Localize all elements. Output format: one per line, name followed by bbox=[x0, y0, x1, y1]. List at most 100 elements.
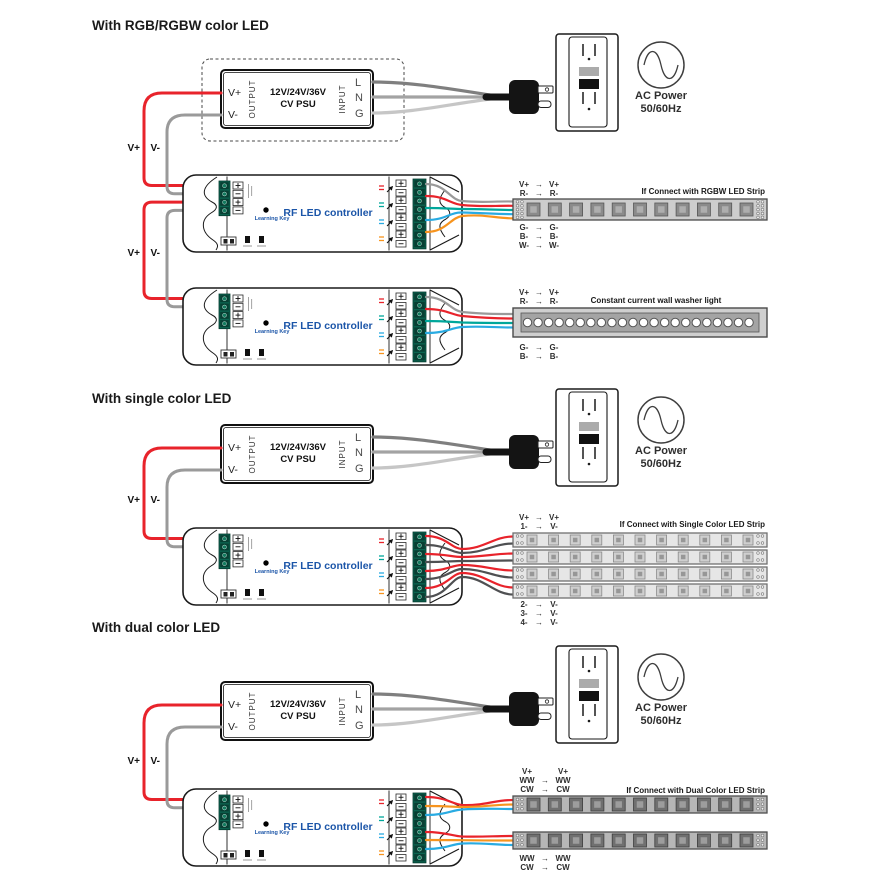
learning-key-button[interactable] bbox=[263, 207, 269, 213]
wire-out-ch2-minus bbox=[424, 559, 515, 564]
psu-label: V- bbox=[228, 464, 238, 476]
ac-freq-label: 50/60Hz bbox=[641, 458, 682, 470]
wire-out-vplus bbox=[424, 182, 515, 204]
psu-label: OUTPUT bbox=[248, 692, 257, 731]
ac-plug bbox=[482, 435, 554, 469]
solder-pad bbox=[520, 585, 524, 589]
outlet-reset-button[interactable] bbox=[579, 679, 599, 688]
wire-v-minus-daisy bbox=[165, 208, 221, 309]
wire-out-ww bbox=[424, 838, 515, 842]
psu-label: G bbox=[355, 463, 364, 475]
solder-pad bbox=[756, 534, 760, 538]
wire-clamp-right bbox=[439, 189, 451, 238]
solder-pad bbox=[515, 585, 520, 589]
solder-pad bbox=[760, 807, 765, 811]
sine-wave-icon bbox=[643, 662, 679, 692]
psu-label: G bbox=[355, 720, 364, 732]
wire-v-plus bbox=[142, 703, 223, 801]
washer-led bbox=[702, 317, 712, 328]
psu-label: V+ bbox=[228, 699, 241, 711]
outlet-reset-button[interactable] bbox=[579, 67, 599, 76]
case-glyph bbox=[245, 236, 250, 243]
solder-pad bbox=[520, 211, 524, 216]
solder-pad bbox=[756, 585, 760, 589]
solder-pad bbox=[515, 204, 520, 208]
controller-case bbox=[182, 788, 463, 867]
psu-label: V- bbox=[228, 721, 238, 733]
solder-pad bbox=[515, 802, 520, 806]
controller-name: RF LED controller bbox=[283, 821, 372, 833]
psu-label: L bbox=[355, 77, 361, 89]
section-title: With RGB/RGBW color LED bbox=[92, 18, 269, 33]
psu-label: CV PSU bbox=[280, 454, 316, 465]
aux-connector bbox=[220, 236, 237, 246]
psu-label: CV PSU bbox=[280, 99, 316, 110]
solder-pad bbox=[515, 797, 520, 802]
wire-out-r bbox=[424, 307, 515, 320]
solder-pad bbox=[520, 208, 524, 212]
pad-label-row: G-→G- bbox=[520, 223, 559, 232]
wire-v-plus bbox=[142, 446, 223, 540]
pad-label-row: V+V+ bbox=[522, 767, 568, 776]
psu-dashed-outline bbox=[201, 58, 405, 142]
outlet-test-button[interactable] bbox=[579, 691, 599, 701]
outlet-test-button[interactable] bbox=[579, 79, 599, 89]
wire-clamp-left bbox=[202, 529, 219, 604]
outlet-test-button[interactable] bbox=[579, 434, 599, 444]
terminal-block bbox=[412, 531, 427, 603]
outlet-reset-button[interactable] bbox=[579, 422, 599, 431]
solder-pad bbox=[756, 200, 760, 204]
wire-label-vplus: V+ bbox=[127, 248, 140, 259]
plug-prong bbox=[537, 712, 552, 720]
washer-led bbox=[691, 317, 701, 328]
case-glyph bbox=[259, 349, 264, 356]
ac-freq-label: 50/60Hz bbox=[641, 715, 682, 727]
learning-key-button[interactable] bbox=[263, 320, 269, 326]
wire-ground bbox=[371, 97, 492, 115]
aux-connector bbox=[220, 349, 237, 359]
strip-caption: If Connect with Single Color LED Strip bbox=[620, 520, 765, 529]
washer-led bbox=[543, 317, 554, 328]
solder-pad bbox=[515, 838, 520, 842]
solder-pad bbox=[520, 568, 524, 572]
pad-label-row: CW→CW bbox=[520, 863, 570, 872]
washer-led bbox=[596, 317, 607, 328]
solder-pad bbox=[515, 215, 520, 219]
washer-led bbox=[649, 317, 659, 328]
solder-pad bbox=[515, 541, 520, 545]
solder-pad bbox=[760, 534, 765, 538]
wire-out-vplus bbox=[424, 830, 515, 838]
solder-pad bbox=[760, 558, 765, 562]
section-title: With dual color LED bbox=[92, 620, 220, 635]
washer-led bbox=[681, 317, 691, 328]
learning-key-button[interactable] bbox=[263, 821, 269, 827]
terminal-block bbox=[218, 293, 231, 330]
solder-pad bbox=[515, 558, 520, 562]
wall-outlet bbox=[555, 388, 619, 487]
wire-ground bbox=[371, 709, 492, 727]
solder-pad bbox=[756, 211, 760, 216]
section-title: With single color LED bbox=[92, 391, 232, 406]
ac-freq-label: 50/60Hz bbox=[641, 103, 682, 115]
wire-clamp-right bbox=[439, 302, 451, 351]
learning-key-button[interactable] bbox=[263, 560, 269, 566]
washer-led bbox=[565, 317, 575, 328]
solder-pad bbox=[515, 807, 520, 811]
solder-pad bbox=[515, 575, 520, 579]
wire-label-vminus: V- bbox=[151, 756, 160, 767]
wire-v-plus bbox=[142, 91, 223, 187]
dual-color-led-strip-2 bbox=[512, 831, 768, 850]
wall-outlet bbox=[555, 33, 619, 132]
plug-body bbox=[509, 692, 539, 726]
wire-v-minus bbox=[165, 725, 223, 810]
wire-out-ch1-plus bbox=[424, 534, 515, 551]
wire-out-b bbox=[424, 211, 515, 222]
case-glyph bbox=[245, 589, 250, 596]
solder-pad bbox=[520, 215, 524, 219]
psu-case bbox=[220, 681, 374, 741]
